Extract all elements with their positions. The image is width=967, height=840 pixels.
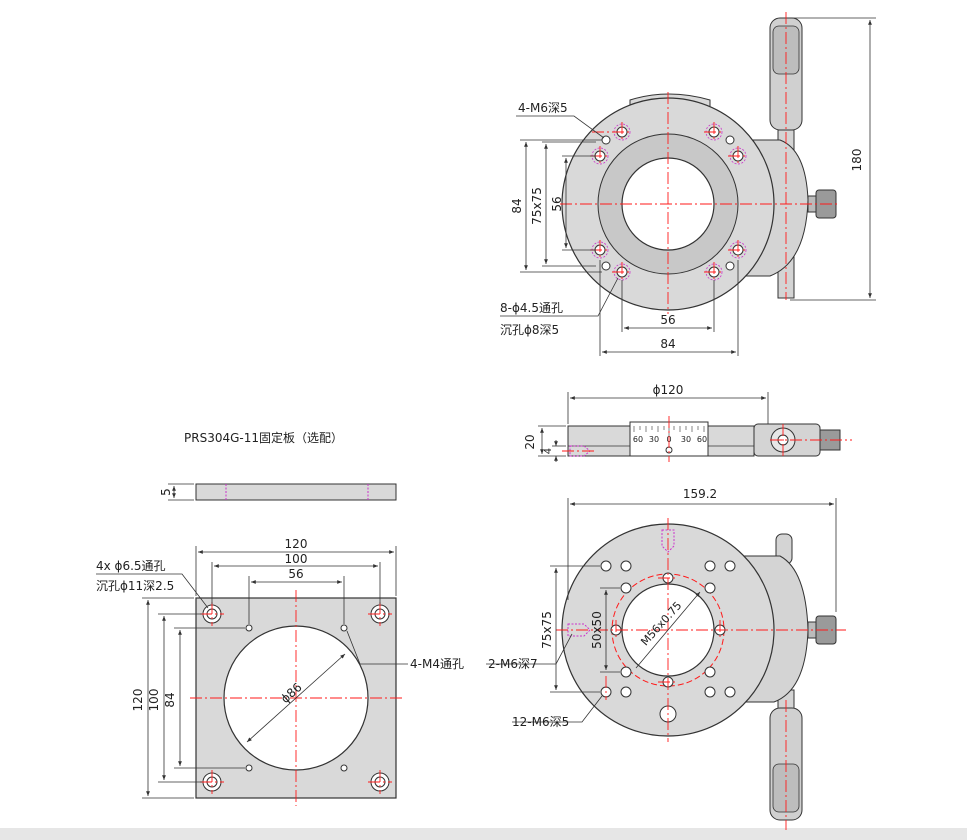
top-view: 180 84 75x75 56 56 84 4-M6深5 8-ϕ4.5通孔 沉孔… <box>500 12 876 356</box>
scale-tick-60-right: 60 <box>697 435 707 444</box>
mount-holes-bottom <box>600 560 736 723</box>
dim-84-vertical: 84 <box>510 198 524 213</box>
dim-4: 4 <box>543 448 554 454</box>
dim-84-horizontal: 84 <box>660 337 675 351</box>
fixed-plate-title: PRS304G-11固定板（选配） <box>184 430 343 445</box>
dim-50x50: 50x50 <box>590 611 604 649</box>
fixed-plate-side <box>195 483 397 501</box>
dim-5: 5 <box>159 488 173 496</box>
label-12-m6: 12-M6深5 <box>512 715 569 729</box>
label-2-m6: 2-M6深7 <box>488 657 538 671</box>
label-counterbore-top: 沉孔ϕ8深5 <box>500 323 559 337</box>
dim-84-left: 84 <box>163 692 177 707</box>
bottom-scroll-strip <box>0 828 967 840</box>
dim-height-180: 180 <box>850 149 864 172</box>
scale-tick-30-right: 30 <box>681 435 691 444</box>
side-view: 60 30 0 30 60 ϕ120 20 4 <box>523 383 852 462</box>
label-4x-holes: 4x ϕ6.5通孔 <box>96 559 166 573</box>
label-4-m4: 4-M4通孔 <box>410 657 464 671</box>
dim-phi120: ϕ120 <box>653 383 684 397</box>
label-4-m6: 4-M6深5 <box>518 101 568 115</box>
dim-75x75-bottom: 75x75 <box>540 611 554 649</box>
dim-56-top: 56 <box>288 567 303 581</box>
dim-75x75-vertical: 75x75 <box>530 187 544 225</box>
scale-tick-60-left: 60 <box>633 435 643 444</box>
dim-20: 20 <box>523 434 537 449</box>
label-8-holes: 8-ϕ4.5通孔 <box>500 301 563 315</box>
dim-100-top: 100 <box>285 552 308 566</box>
bottom-view: 159.2 75x75 50x50 M56x0.75 2-M6深7 12-M6深… <box>486 487 846 830</box>
dim-56-horizontal: 56 <box>660 313 675 327</box>
dim-120-left: 120 <box>131 689 145 712</box>
fixed-plate-view: PRS304G-11固定板（选配） 5 <box>96 430 464 806</box>
dim-56-vertical: 56 <box>550 196 564 211</box>
dim-100-left: 100 <box>147 689 161 712</box>
dim-159-2: 159.2 <box>683 487 717 501</box>
dim-120-top: 120 <box>285 537 308 551</box>
label-counterbore-plate: 沉孔ϕ11深2.5 <box>96 579 174 593</box>
scale-tick-30-left: 30 <box>649 435 659 444</box>
